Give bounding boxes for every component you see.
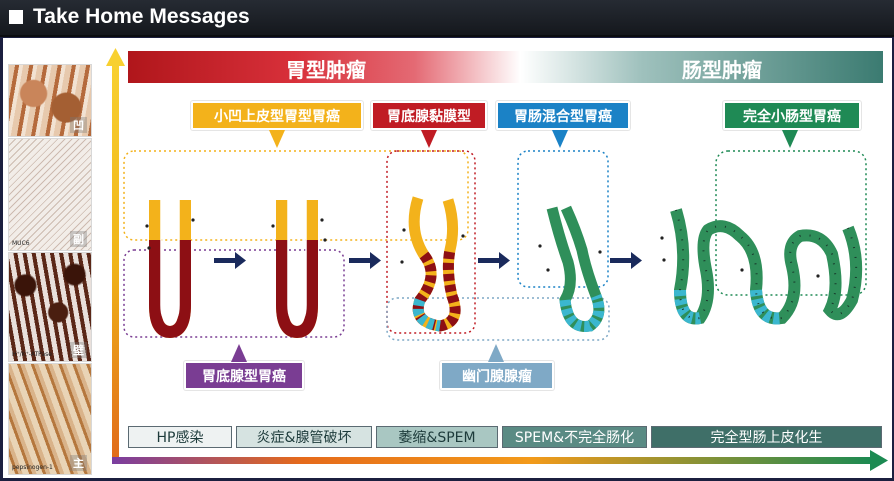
region-pyloric [386,297,610,341]
tag-fundic-gland-type: 胃底腺型胃癌 [184,361,304,390]
gland-3 [400,196,465,332]
tag-mixed-type: 胃肠混合型胃癌 [496,101,630,130]
stain-note: pepsinogen-1 [12,464,53,471]
tag-label: 胃底腺黏膜型 [387,108,471,125]
stage-label: HP感染 [156,430,204,446]
stage-label: SPEM&不完全肠化 [514,430,635,446]
region-foveolar [123,150,469,241]
page-title: Take Home Messages [33,5,250,28]
stain-image-chief: pepsinogen-1 主 [8,363,92,475]
gland-4 [538,205,605,332]
stage-incomplete-metaplasia: SPEM&不完全肠化 [502,426,647,448]
stain-label: 主 [70,455,87,471]
pointer-pyloric [488,344,504,362]
stage-label: 炎症&腺管破坏 [256,430,352,446]
pointer-oxyntic [421,130,437,148]
region-fundic [123,249,345,338]
tag-label: 小凹上皮型胃型胃癌 [214,108,340,125]
tag-label: 胃肠混合型胃癌 [514,108,612,125]
vertical-axis-arrow [112,64,119,462]
pointer-foveolar [269,130,285,148]
tag-complete-intestinal-type: 完全小肠型胃癌 [723,101,861,130]
stain-image-mucous-neck: MUC6 副 [8,138,92,251]
vertical-arrowhead [106,48,125,66]
stain-image-foveolar: 凹 [8,64,92,137]
tag-label: 胃底腺型胃癌 [202,368,286,385]
gland-5-intestinal [660,208,863,325]
stain-label: 凹 [70,117,87,133]
tag-pyloric-adenoma: 幽门腺腺瘤 [440,361,554,390]
pointer-mixed [552,130,568,148]
stage-complete-metaplasia: 完全型肠上皮化生 [651,426,882,448]
gastric-tumor-label: 胃型肿瘤 [286,58,366,82]
process-arrows [214,252,642,269]
header-bar: Take Home Messages [0,0,894,37]
stain-label: 壁 [70,342,87,358]
intestinal-tumor-label: 肠型肿瘤 [682,58,762,82]
phenotype-gradient-bar: 胃型肿瘤 肠型肿瘤 [128,51,883,83]
stain-note: H⁺/K⁺-ATPase [12,351,52,358]
tag-foveolar-type: 小凹上皮型胃型胃癌 [191,101,363,130]
stage-inflammation: 炎症&腺管破坏 [236,426,372,448]
stain-note: MUC6 [12,240,30,247]
pointer-intestinal [782,130,798,148]
region-oxyntic [386,150,476,334]
bullet-square-icon [9,10,23,24]
gland-1 [145,200,195,339]
stage-label: 萎缩&SPEM [398,430,476,446]
stage-hp-infection: HP感染 [128,426,232,448]
gland-2 [271,200,327,339]
stage-label: 完全型肠上皮化生 [710,430,823,446]
pointer-fundic [231,344,247,362]
tag-label: 完全小肠型胃癌 [743,108,841,125]
horizontal-arrowhead [870,450,888,471]
stain-image-parietal: H⁺/K⁺-ATPase 壁 [8,252,92,362]
region-mixed [517,150,609,288]
tag-label: 幽门腺腺瘤 [462,368,532,385]
tag-oxyntic-mucosa-type: 胃底腺黏膜型 [371,101,487,130]
stage-atrophy-spem: 萎缩&SPEM [376,426,498,448]
stain-label: 副 [70,231,87,247]
horizontal-axis-arrow [112,457,872,464]
